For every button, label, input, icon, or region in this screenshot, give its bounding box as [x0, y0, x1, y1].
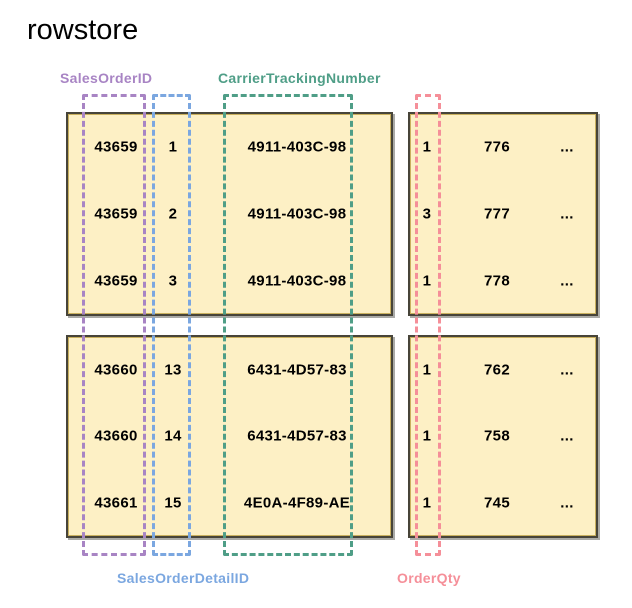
cell-value: 776 — [484, 138, 510, 156]
cell-ellipsis: ... — [560, 205, 574, 223]
cell-orderqty: 3 — [422, 205, 432, 223]
cell-salesorderdetailid: 2 — [168, 205, 178, 223]
table-row: 1 778 ... — [410, 247, 596, 314]
cell-salesorderid: 43659 — [94, 205, 138, 223]
column-label-salesorderdetailid: SalesOrderDetailID — [117, 570, 250, 586]
table-row: 43659 2 4911-403C-98 — [68, 181, 391, 248]
cell-orderqty: 1 — [422, 427, 432, 445]
cell-orderqty: 1 — [422, 138, 432, 156]
cell-salesorderdetailid: 13 — [164, 361, 182, 379]
cell-salesorderid: 43659 — [94, 272, 138, 290]
cell-carriertracking: 4911-403C-98 — [247, 138, 347, 156]
cell-ellipsis: ... — [560, 427, 574, 445]
cell-ellipsis: ... — [560, 361, 574, 379]
table-page-bottom-left: 43660 13 6431-4D57-83 43660 14 6431-4D57… — [66, 335, 393, 538]
cell-orderqty: 1 — [422, 361, 432, 379]
cell-orderqty: 1 — [422, 494, 432, 512]
cell-salesorderdetailid: 3 — [168, 272, 178, 290]
cell-salesorderid: 43659 — [94, 138, 138, 156]
cell-orderqty: 1 — [422, 272, 432, 290]
cell-carriertracking: 4E0A-4F89-AE — [243, 494, 351, 512]
cell-carriertracking: 6431-4D57-83 — [247, 427, 347, 445]
cell-ellipsis: ... — [560, 138, 574, 156]
table-row: 43659 1 4911-403C-98 — [68, 114, 391, 181]
table-page-top-left: 43659 1 4911-403C-98 43659 2 4911-403C-9… — [66, 112, 393, 316]
cell-salesorderid: 43660 — [94, 361, 138, 379]
table-page-bottom-right: 1 762 ... 1 758 ... 1 745 ... — [408, 335, 598, 538]
table-row: 43660 14 6431-4D57-83 — [68, 403, 391, 469]
table-row: 43661 15 4E0A-4F89-AE — [68, 470, 391, 536]
cell-salesorderdetailid: 1 — [168, 138, 178, 156]
cell-carriertracking: 4911-403C-98 — [247, 205, 347, 223]
cell-value: 778 — [484, 272, 510, 290]
table-row: 43660 13 6431-4D57-83 — [68, 337, 391, 403]
cell-ellipsis: ... — [560, 494, 574, 512]
page-title: rowstore — [27, 14, 139, 46]
cell-carriertracking: 4911-403C-98 — [247, 272, 347, 290]
table-row: 1 758 ... — [410, 403, 596, 469]
table-page-top-right: 1 776 ... 3 777 ... 1 778 ... — [408, 112, 598, 316]
cell-value: 758 — [484, 427, 510, 445]
cell-value: 777 — [484, 205, 510, 223]
cell-salesorderdetailid: 15 — [164, 494, 182, 512]
table-row: 3 777 ... — [410, 181, 596, 248]
column-label-salesorderid: SalesOrderID — [60, 70, 153, 86]
table-row: 1 776 ... — [410, 114, 596, 181]
cell-value: 745 — [484, 494, 510, 512]
cell-value: 762 — [484, 361, 510, 379]
cell-carriertracking: 6431-4D57-83 — [247, 361, 347, 379]
cell-ellipsis: ... — [560, 272, 574, 290]
table-row: 1 745 ... — [410, 470, 596, 536]
cell-salesorderdetailid: 14 — [164, 427, 182, 445]
table-row: 1 762 ... — [410, 337, 596, 403]
cell-salesorderid: 43660 — [94, 427, 138, 445]
cell-salesorderid: 43661 — [94, 494, 138, 512]
column-label-orderqty: OrderQty — [397, 570, 461, 586]
table-row: 43659 3 4911-403C-98 — [68, 247, 391, 314]
column-label-carriertrackingnumber: CarrierTrackingNumber — [218, 70, 381, 86]
